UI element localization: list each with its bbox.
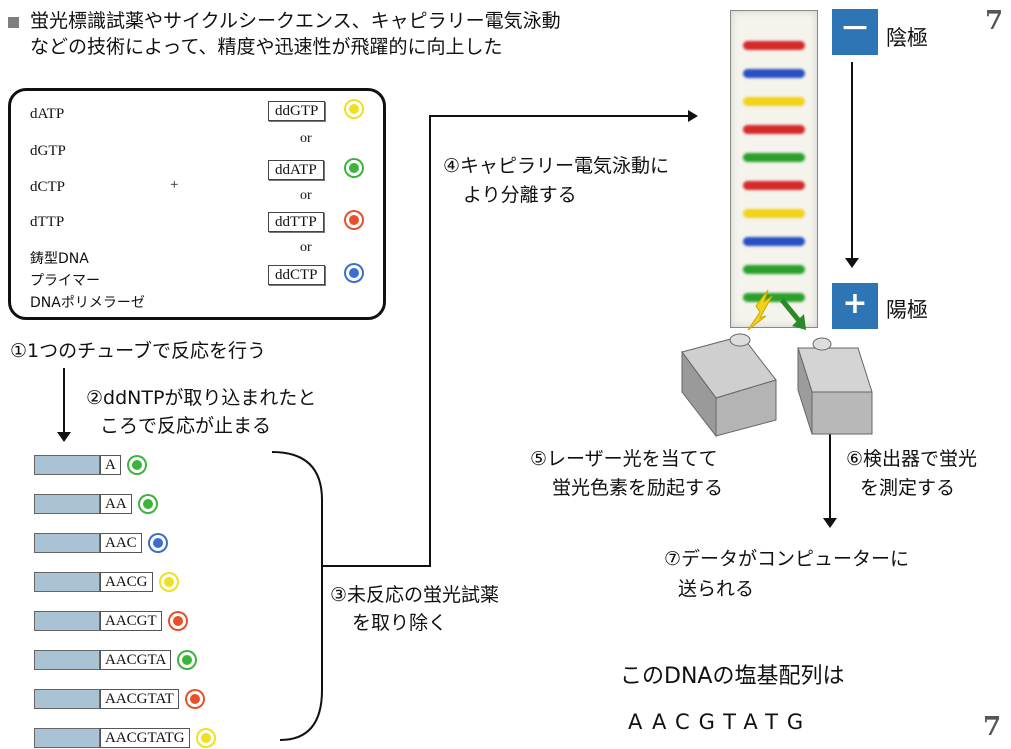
step-7-line-2: 送られる <box>678 578 755 600</box>
step-2-line-1: ②ddNTPが取り込まれたと <box>86 387 317 409</box>
anode-symbol: + <box>832 283 878 329</box>
step-4-line-2: より分離する <box>463 184 577 206</box>
fragment-sequence: AA <box>100 494 132 514</box>
step-6-line-2: を測定する <box>860 477 956 499</box>
gel-band <box>743 125 805 134</box>
step-1-text: ①1つのチューブで反応を行う <box>10 340 266 362</box>
step-5-line-2: 蛍光色素を励起する <box>552 477 724 499</box>
emission-arrow-icon <box>780 298 802 324</box>
anode-label: 陽極 <box>886 298 928 322</box>
page-number-top: 7 <box>985 6 1004 36</box>
fragment-sequence: AACGTAT <box>100 689 179 709</box>
fragment-sequence: AAC <box>100 533 142 553</box>
template-dna-label: 鋳型DNA <box>30 251 89 267</box>
result-caption: このDNAの塩基配列は <box>620 664 845 689</box>
arrow-head-icon <box>688 110 698 122</box>
gel-band <box>743 181 805 190</box>
fluorescent-dot <box>128 457 145 473</box>
page-number-bottom: 7 <box>983 712 1002 742</box>
laser-source-icon <box>681 333 777 438</box>
ddntp-box: ddCTP <box>268 265 325 285</box>
step-4-line-1: ④キャピラリー電気泳動に <box>443 155 670 177</box>
fluorescent-dot <box>346 212 362 228</box>
dntp-label: dGTP <box>30 143 66 159</box>
cathode-symbol: － <box>832 9 878 55</box>
or-label: or <box>300 188 312 203</box>
fluorescent-dot <box>160 574 177 590</box>
step-3-line-1: ③未反応の蛍光試薬 <box>330 584 500 606</box>
fragment-sequence: AACGTA <box>100 650 172 670</box>
fluorescent-dot <box>346 265 362 281</box>
or-label: or <box>300 240 312 255</box>
primer-bar <box>34 650 100 670</box>
ddntp-box: ddGTP <box>268 101 326 121</box>
primer-bar <box>34 611 100 631</box>
step-3-line-2: を取り除く <box>352 612 448 634</box>
gel-band <box>743 237 805 246</box>
fragment-sequence: AACGTATG <box>100 728 190 748</box>
gel-band <box>743 153 805 162</box>
cathode-label: 陰極 <box>886 26 928 50</box>
primer-bar <box>34 455 100 475</box>
reagent-mixture-box <box>8 88 386 320</box>
primer-bar <box>34 533 100 553</box>
dntp-label: dCTP <box>30 179 66 195</box>
laser-beam-icon <box>747 289 773 331</box>
gel-band <box>743 69 805 78</box>
fluorescent-dot <box>197 730 214 746</box>
fragment-sequence: AACGT <box>100 611 162 631</box>
polymerase-label: DNAポリメラーゼ <box>30 295 145 311</box>
capillary-gel <box>730 10 818 328</box>
dntp-label: dATP <box>30 106 65 122</box>
detector-icon <box>797 337 873 435</box>
primer-bar <box>34 494 100 514</box>
step-7-line-1: ⑦データがコンピューターに <box>664 548 910 570</box>
arrow-head-icon <box>845 258 859 268</box>
primer-bar <box>34 572 100 592</box>
arrow-head-icon <box>57 432 71 442</box>
primer-bar <box>34 728 100 748</box>
fluorescent-dot <box>149 535 166 551</box>
fluorescent-dot <box>139 496 156 512</box>
fragment-bracket <box>271 451 323 741</box>
fluorescent-dot <box>179 652 196 668</box>
step-5-line-1: ⑤レーザー光を当てて <box>530 448 718 470</box>
fluorescent-dot <box>346 101 362 117</box>
fragment-sequence: AACG <box>100 572 153 592</box>
primer-bar <box>34 689 100 709</box>
arrow-head-icon <box>823 518 837 528</box>
step-6-line-1: ⑥検出器で蛍光 <box>846 448 978 470</box>
result-sequence: AACGTATG <box>628 710 813 734</box>
primer-label: プライマー <box>30 273 100 289</box>
step-2-line-2: ころで反応が止まる <box>100 415 272 437</box>
dntp-label: dTTP <box>30 214 65 230</box>
title-bullet <box>8 17 19 28</box>
or-label: or <box>300 131 312 146</box>
title-line-1: 蛍光標識試薬やサイクルシークエンス、キャピラリー電気泳動 <box>30 10 561 32</box>
fragment-sequence: A <box>100 455 121 475</box>
ddntp-box: ddATP <box>268 160 324 180</box>
gel-band <box>743 293 805 302</box>
fluorescent-dot <box>346 160 362 176</box>
gel-band <box>743 41 805 50</box>
fluorescent-dot <box>186 691 203 707</box>
gel-band <box>743 97 805 106</box>
connector-to-capillary <box>322 115 692 567</box>
arrow-head-icon <box>792 314 806 330</box>
fluorescent-dot <box>169 613 186 629</box>
gel-band <box>743 265 805 274</box>
gel-band <box>743 209 805 218</box>
ddntp-box: ddTTP <box>268 212 324 232</box>
plus-sign: + <box>170 177 179 193</box>
title-line-2: などの技術によって、精度や迅速性が飛躍的に向上した <box>30 36 503 58</box>
